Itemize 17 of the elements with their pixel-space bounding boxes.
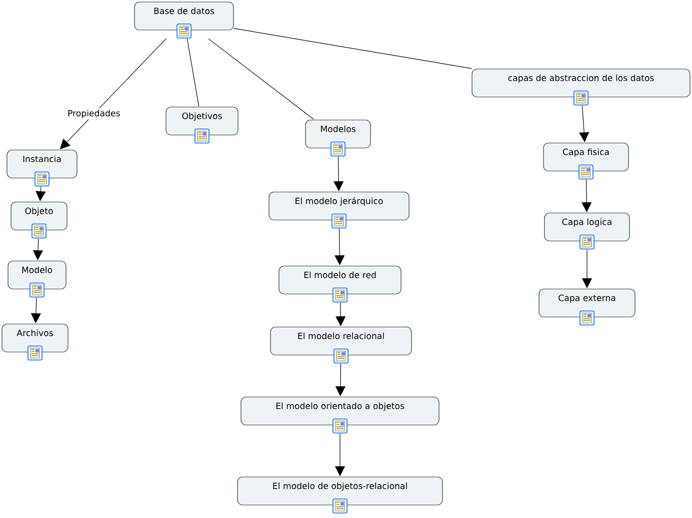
concept-box: Archivos xyxy=(2,324,68,352)
concept-box: El modelo de red xyxy=(278,266,402,294)
concept-box: Modelos xyxy=(305,120,371,148)
concept-box: Capa logica xyxy=(544,212,630,242)
concept-box: Instancia xyxy=(6,150,78,178)
concept-box: Objeto xyxy=(10,202,68,230)
concept-box: Objetivos xyxy=(166,106,238,136)
edge-label: Propiedades xyxy=(68,110,120,118)
concept-box: El modelo relacional xyxy=(270,326,412,356)
concept-box: capas de abstraccion de los datos xyxy=(472,68,690,98)
concept-box: El modelo jerárquico xyxy=(268,192,410,220)
concept-box: El modelo de objetos-relacional xyxy=(237,476,443,506)
concept-box: Capa externa xyxy=(538,288,636,318)
concept-box: Modelo xyxy=(8,260,66,290)
concept-box: Base de datos xyxy=(134,2,234,30)
concept-box: Capa fisica xyxy=(543,142,629,172)
concept-box: El modelo orientado a objetos xyxy=(240,396,440,426)
